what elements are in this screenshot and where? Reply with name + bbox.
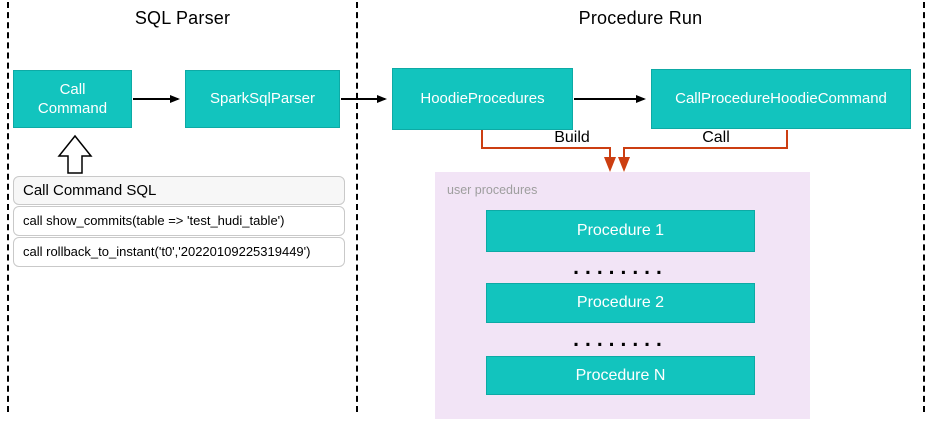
dots-separator: ........ <box>573 328 668 351</box>
dashed-divider-right <box>923 2 925 412</box>
node-hoodieprocedures: HoodieProcedures <box>392 68 573 130</box>
user-procedures-label: user procedures <box>447 183 538 197</box>
edge-label-call: Call <box>702 129 730 146</box>
node-sparksqlparser: SparkSqlParser <box>185 70 340 128</box>
sql-row-show-commits: call show_commits(table => 'test_hudi_ta… <box>13 206 345 236</box>
section-title-sql-parser: SQL Parser <box>134 8 231 28</box>
sql-panel-header: Call Command SQL <box>13 176 345 205</box>
sql-row-rollback: call rollback_to_instant('t0','202201092… <box>13 237 345 267</box>
section-title-procedure-run: Procedure Run <box>578 8 703 28</box>
sql-panel: Call Command SQL call show_commits(table… <box>13 176 345 267</box>
procedure-box-2: Procedure 2 <box>486 283 755 323</box>
user-procedures-panel: user procedures Procedure 1 ........ Pro… <box>435 172 810 419</box>
procedure-box-1: Procedure 1 <box>486 210 755 252</box>
node-call-command: Call Command <box>13 70 132 128</box>
edge-label-build: Build <box>554 129 590 146</box>
call-arrowhead-icon <box>618 157 630 172</box>
procedure-box-n: Procedure N <box>486 356 755 395</box>
dots-separator: ........ <box>573 256 668 279</box>
up-block-arrow-icon <box>57 134 93 174</box>
node-callprocedurehoodiecommand: CallProcedureHoodieCommand <box>651 69 911 129</box>
dashed-divider-middle <box>356 2 358 412</box>
dashed-divider-left <box>7 2 9 412</box>
build-arrowhead-icon <box>604 157 616 172</box>
